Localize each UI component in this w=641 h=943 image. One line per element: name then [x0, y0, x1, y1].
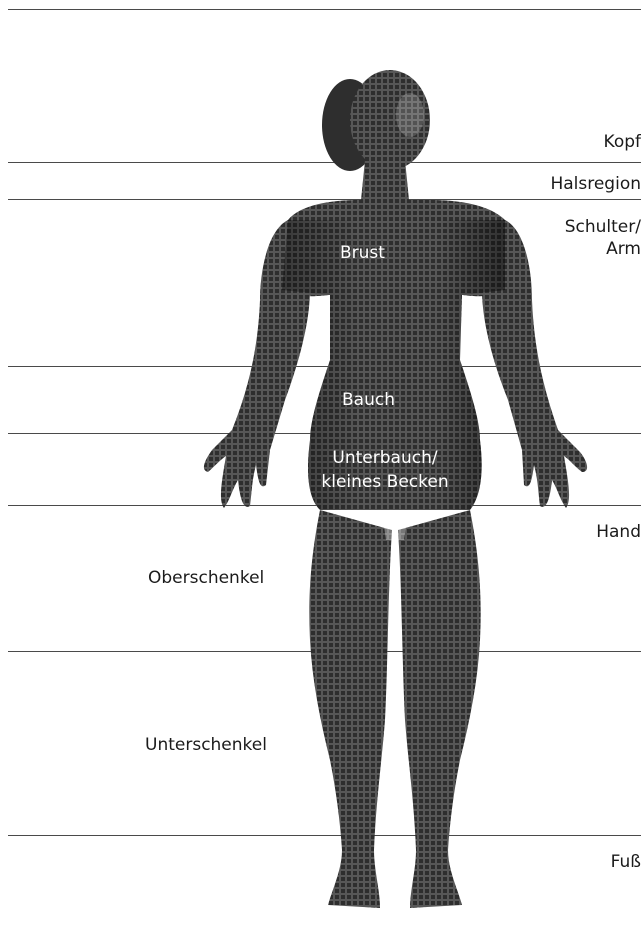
label-oberschenkel: Oberschenkel [148, 568, 264, 588]
label-unterbauch-line1: Unterbauch/ [300, 446, 470, 470]
label-halsregion: Halsregion [550, 174, 641, 194]
label-schulter-line2: Arm [565, 238, 641, 260]
label-unterbauch: Unterbauch/ kleines Becken [300, 446, 470, 494]
label-kopf: Kopf [604, 132, 641, 152]
label-hand: Hand [596, 522, 641, 542]
label-bauch: Bauch [342, 390, 395, 410]
label-fuss: Fuß [611, 852, 641, 872]
divider-top [8, 9, 641, 10]
label-schulter-arm: Schulter/ Arm [565, 216, 641, 260]
label-brust: Brust [340, 243, 385, 263]
label-unterschenkel: Unterschenkel [145, 735, 267, 755]
label-schulter-line1: Schulter/ [565, 216, 641, 238]
label-unterbauch-line2: kleines Becken [300, 470, 470, 494]
